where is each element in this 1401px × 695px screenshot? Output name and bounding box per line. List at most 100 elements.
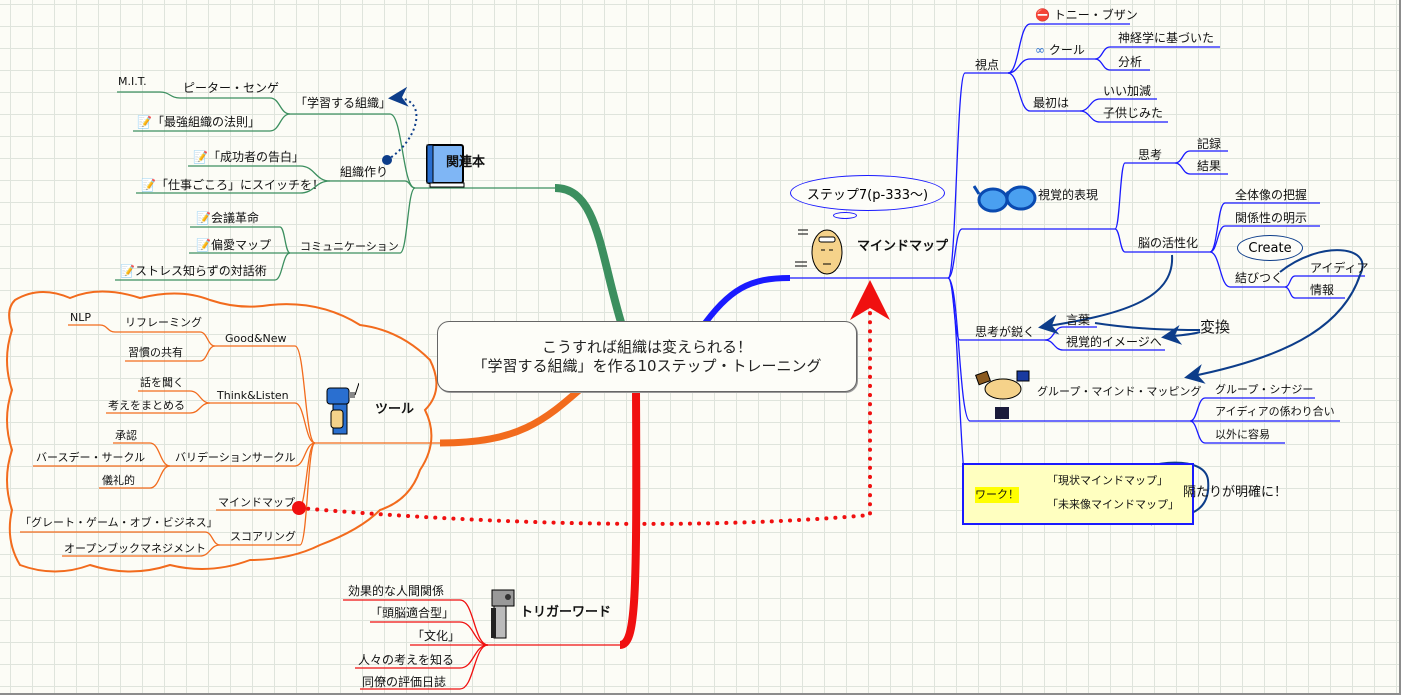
node-org-making[interactable]: 組織作り [340, 165, 389, 179]
callout-step7[interactable]: ステップ7(p-333〜) [790, 175, 945, 211]
node-stress[interactable]: 📝ストレス知らずの対話術 [120, 263, 267, 279]
node-strongest[interactable]: 📝「最強組織の法則」 [137, 114, 260, 130]
branch-related-books[interactable]: 関連本 [446, 155, 486, 170]
node-current-map[interactable]: 「現状マインドマップ」 [1047, 474, 1168, 487]
node-favorite-map[interactable]: 📝偏愛マップ [196, 237, 271, 253]
node-trigger-item[interactable]: 効果的な人間関係 [348, 584, 445, 598]
node-childish[interactable]: 子供じみた [1103, 106, 1164, 120]
central-topic[interactable]: こうすれば組織は変えられる！ 「学習する組織」を作る10ステップ・トレーニング [437, 321, 857, 392]
node-sloppy[interactable]: いい加減 [1103, 84, 1152, 98]
branch-connector [170, 442, 316, 467]
node-good-new[interactable]: Good&New [225, 332, 287, 345]
prohibited-icon: ⛔ [1035, 8, 1050, 22]
node-validation[interactable]: バリデーションサークル [175, 451, 296, 464]
node-trigger-item[interactable]: 人々の考えを知る [358, 653, 455, 667]
branch-connector [1114, 228, 1210, 253]
callout-tail-icon [833, 212, 857, 219]
node-peter-senge[interactable]: ピーター・センゲ [183, 81, 280, 95]
branch-connector [1094, 58, 1150, 71]
link-arrow-org [386, 86, 418, 161]
node-future-map[interactable]: 「未来像マインドマップ」 [1047, 498, 1179, 511]
node-brain[interactable]: 脳の活性化 [1138, 236, 1199, 250]
branch-connector [360, 644, 489, 690]
branch-trigger-words[interactable]: トリガーワード [520, 605, 612, 620]
node-reframing[interactable]: リフレーミング [125, 316, 202, 329]
node-synergy[interactable]: グループ・シナジー [1215, 383, 1314, 396]
branch-connector [106, 402, 211, 414]
node-words[interactable]: 言葉 [1066, 313, 1091, 327]
node-learning-org[interactable]: 「学習する組織」 [295, 96, 392, 110]
branch-connector [1114, 162, 1175, 230]
node-think-listen[interactable]: Think&Listen [217, 389, 289, 402]
node-viewpoint[interactable]: 視点 [975, 58, 1000, 72]
node-communication[interactable]: コミュニケーション [300, 240, 399, 253]
branch-connector [180, 97, 291, 115]
node-relation[interactable]: 関係性の明示 [1235, 211, 1308, 225]
node-cool[interactable]: ∞ クール [1035, 42, 1085, 58]
node-mit[interactable]: M.I.T. [118, 75, 147, 88]
node-info[interactable]: 情報 [1310, 283, 1335, 297]
node-tools-mindmap[interactable]: マインドマップ [218, 496, 295, 509]
node-idea[interactable]: アイディア [1310, 261, 1369, 275]
node-analysis[interactable]: 分析 [1118, 55, 1143, 69]
work-boundary [962, 463, 1194, 525]
sunglasses-icon [973, 185, 1037, 213]
handshake-icon [975, 370, 1030, 419]
node-tony-buzan[interactable]: ⛔ トニー・ブザン [1035, 7, 1138, 23]
node-success[interactable]: 📝「成功者の告白」 [193, 149, 304, 165]
branch-connector [1284, 286, 1345, 299]
node-approval[interactable]: 承認 [115, 429, 137, 442]
node-overview[interactable]: 全体像の把握 [1235, 188, 1308, 202]
branch-tools[interactable]: ツール [375, 402, 415, 417]
node-result[interactable]: 結果 [1197, 159, 1222, 173]
node-nlp[interactable]: NLP [70, 311, 91, 324]
callout-create[interactable]: Create [1237, 235, 1303, 261]
node-ritual[interactable]: 儀礼的 [102, 474, 135, 487]
branch-connector [947, 72, 1010, 279]
node-work-heart-label: 「仕事ごころ」にスイッチを！ [155, 178, 324, 192]
callout-create-label: Create [1248, 240, 1292, 256]
node-tony-buzan-label: トニー・ブザン [1053, 8, 1138, 22]
node-favorite-map-label: 偏愛マップ [210, 238, 271, 252]
branch-connector [117, 91, 181, 99]
node-work[interactable]: ワーク！ [975, 487, 1019, 503]
node-habit[interactable]: 習慣の共有 [128, 346, 183, 359]
node-first[interactable]: 最初は [1033, 96, 1070, 110]
node-great-game[interactable]: 「グレート・ゲーム・オブ・ビジネス」 [20, 516, 218, 529]
node-work-heart[interactable]: 📝「仕事ごころ」にスイッチを！ [141, 177, 324, 193]
branch-connector [1007, 58, 1095, 74]
node-sharp[interactable]: 思考が鋭く [975, 325, 1036, 339]
branch-connector [125, 345, 216, 362]
branch-connector [290, 187, 416, 254]
branch-connector [1079, 110, 1168, 123]
note-pencil-icon: 📝 [196, 238, 211, 252]
node-idea-relation[interactable]: アイディアの係わり合い [1215, 405, 1335, 418]
node-visual[interactable]: 視覚的表現 [1038, 188, 1099, 202]
node-meeting[interactable]: 📝会議革命 [196, 210, 259, 226]
branch-mindmap[interactable]: マインドマップ [857, 239, 949, 254]
branch-connector [210, 402, 316, 444]
node-trigger-item[interactable]: 「頭脳適合型」 [370, 606, 455, 620]
node-stress-label: ストレス知らずの対話術 [134, 264, 267, 278]
node-birthday[interactable]: バースデー・サークル [36, 451, 146, 464]
branch-connector [1094, 46, 1220, 60]
central-topic-line1: こうすれば組織は変えられる！ [541, 337, 752, 356]
node-trigger-item[interactable]: 「文化」 [412, 629, 461, 643]
thinking-head-icon [795, 229, 843, 275]
node-easy[interactable]: 以外に容易 [1215, 428, 1270, 441]
branch-connector [1044, 339, 1165, 351]
node-thinking[interactable]: 思考 [1138, 148, 1163, 162]
node-record[interactable]: 記録 [1197, 137, 1222, 151]
node-neuro[interactable]: 神経学に基づいた [1118, 31, 1215, 45]
node-group[interactable]: グループ・マインド・マッピング [1037, 385, 1202, 398]
node-listen[interactable]: 話を聞く [140, 376, 184, 389]
node-connect[interactable]: 結びつく [1235, 271, 1284, 285]
branch-connector [133, 113, 291, 132]
node-image[interactable]: 視覚的イメージへ [1066, 335, 1162, 349]
node-open-book[interactable]: オープンブックマネジメント [64, 542, 207, 555]
node-scoring[interactable]: スコアリング [230, 530, 296, 543]
note-pencil-icon: 📝 [120, 264, 135, 278]
node-summarize[interactable]: 考えをまとめる [108, 399, 185, 412]
node-trigger-item[interactable]: 同僚の評価日誌 [362, 675, 447, 689]
branch-connector [343, 599, 489, 646]
